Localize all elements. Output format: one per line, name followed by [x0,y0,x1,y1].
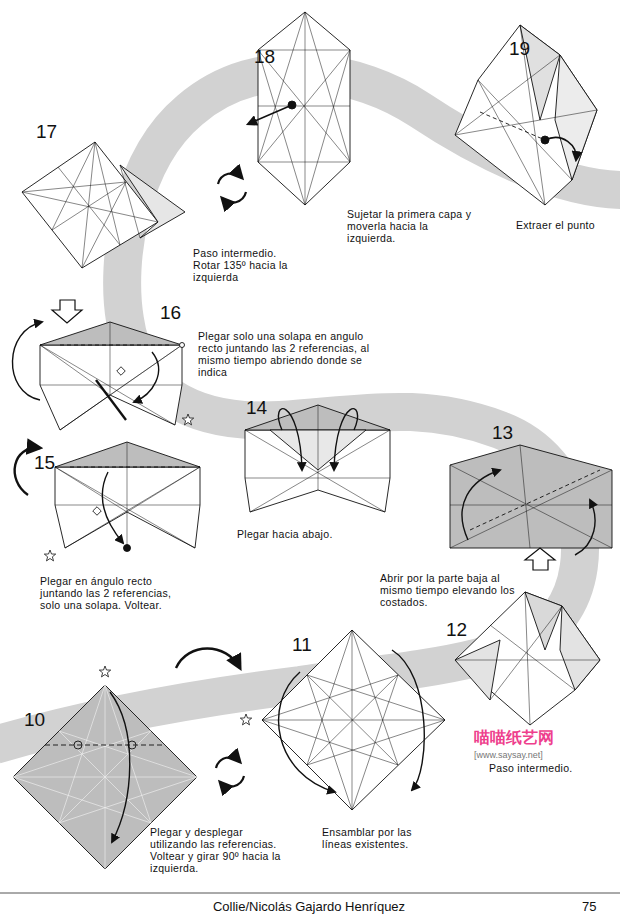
step-number: 19 [509,38,539,60]
step-14-figure [245,405,390,512]
step-number: 14 [246,397,276,419]
step-18-figure [248,12,350,205]
instruction-note: Ensamblar por las líneas existentes. [322,826,432,850]
step-12-figure [455,592,600,725]
watermark: 喵喵纸艺网 [474,729,584,747]
footer-rule [0,893,620,894]
watermark: [www.saysay.net] [474,750,584,760]
instruction-note: Plegar y desplegar utilizando las refere… [150,826,290,874]
instruction-note: Plegar en ángulo recto juntando las 2 re… [40,575,188,611]
step-number: 18 [254,46,284,68]
instruction-note: Abrir por la parte baja al mismo tiempo … [380,572,518,608]
step-19-figure [455,25,597,205]
instruction-note: Extraer el punto [516,219,616,231]
flip-symbol [176,649,240,669]
step-number: 16 [160,302,190,324]
page-number: 75 [582,900,614,915]
step-17-figure [22,142,185,268]
instruction-note: Paso intermedio. Rotar 135º hacia la izq… [193,247,301,283]
instruction-note: Plegar hacia abajo. [237,528,367,540]
instruction-note: Sujetar la primera capa y moverla hacia … [347,208,472,244]
step-number: 13 [492,422,522,444]
instruction-note: Plegar solo una solapa en angulo recto j… [198,330,370,378]
step-11-figure [240,630,445,810]
step-number: 11 [292,634,322,656]
step-15-figure [15,442,200,561]
footer-credit: Collie/Nicolás Gajardo Henríquez [0,900,619,915]
rotate-symbol [218,173,246,202]
step-16-figure [12,300,193,430]
step-number: 12 [446,619,476,641]
step-number: 10 [24,709,54,731]
step-13-figure [450,445,612,570]
step-number: 17 [36,121,66,143]
rotate-symbol [216,757,244,786]
instruction-note: Paso intermedio. [489,762,599,774]
step-number: 15 [34,452,64,474]
